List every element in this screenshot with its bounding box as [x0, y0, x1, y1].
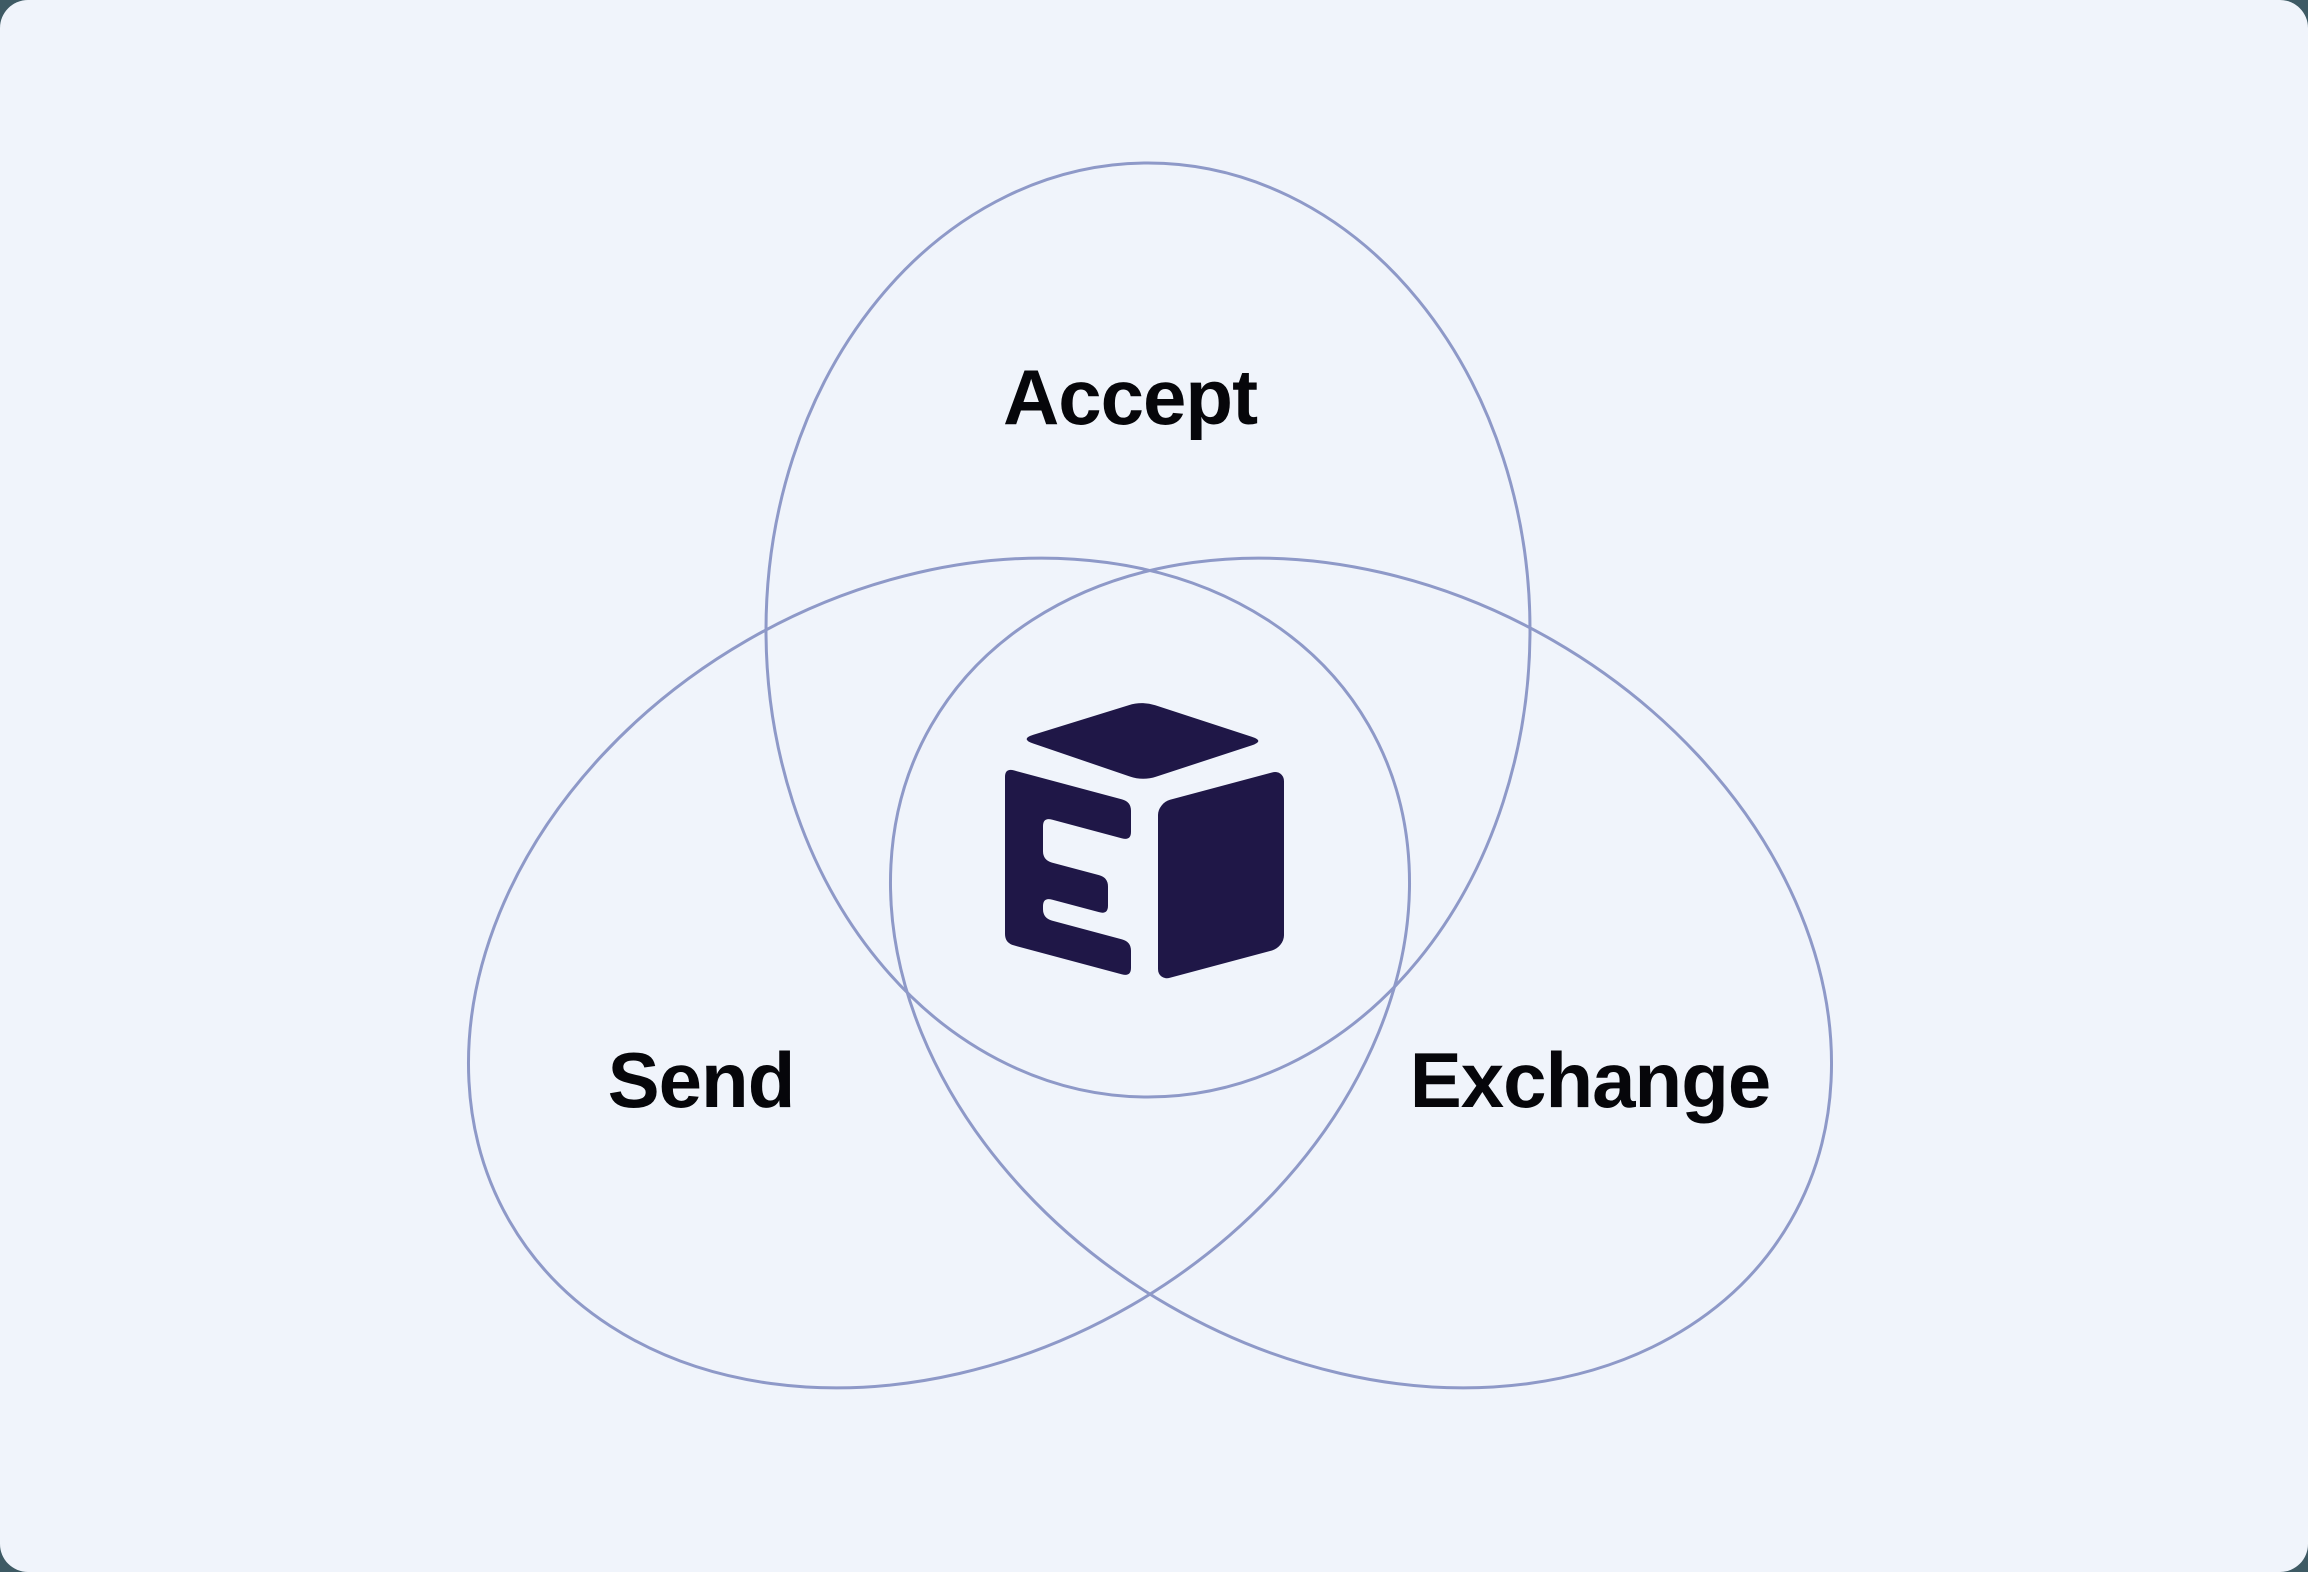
cube-right-face-icon — [1158, 772, 1284, 979]
ellipse-send — [466, 556, 1412, 1390]
label-send: Send — [608, 1036, 795, 1124]
cube-logo — [1005, 703, 1284, 979]
label-exchange: Exchange — [1410, 1036, 1770, 1124]
cube-top-face-icon — [1026, 703, 1259, 779]
ellipse-exchange — [888, 556, 1834, 1390]
cube-left-face-e-icon — [1005, 769, 1131, 975]
label-accept: Accept — [1003, 353, 1258, 441]
